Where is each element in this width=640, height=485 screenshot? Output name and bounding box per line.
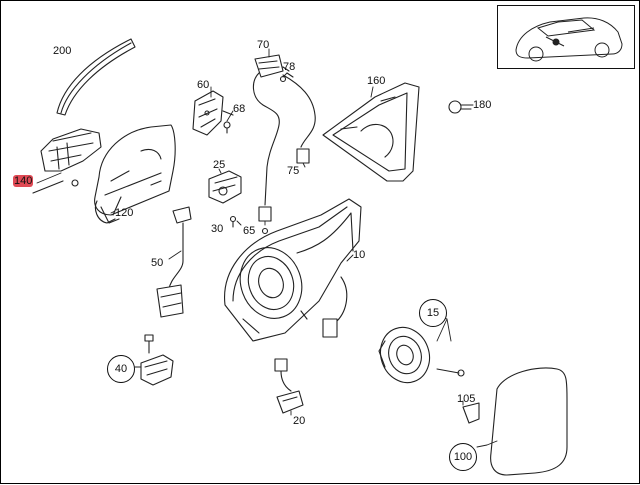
- part-label-78: 78: [283, 61, 296, 73]
- part-callout-15: 15: [419, 299, 447, 327]
- part-30-screw: [229, 215, 237, 228]
- part-label-160: 160: [367, 75, 386, 87]
- part-label-70: 70: [257, 39, 270, 51]
- part-label-105: 105: [457, 393, 476, 405]
- part-180-bolt: [448, 100, 472, 114]
- part-15-drive: [378, 326, 465, 384]
- car-thumbnail-icon: [515, 17, 623, 62]
- part-label-65: 65: [243, 225, 256, 237]
- leader-lines: [36, 48, 498, 448]
- vehicle-inset: [497, 5, 635, 69]
- part-68-screw: [223, 121, 231, 134]
- part-200-cover-strip: [56, 38, 136, 116]
- part-40-motor: [140, 334, 174, 386]
- part-100-glass: [490, 367, 568, 476]
- part-label-60: 60: [197, 79, 210, 91]
- part-label-75: 75: [287, 165, 300, 177]
- part-label-30: 30: [211, 223, 224, 235]
- part-25-motor: [208, 170, 242, 204]
- part-75-plug: [296, 148, 310, 164]
- part-label-120: 120: [115, 207, 134, 219]
- part-label-10: 10: [353, 249, 366, 261]
- part-label-25: 25: [213, 159, 226, 171]
- part-label-20: 20: [293, 415, 306, 427]
- part-60-bracket: [192, 90, 234, 136]
- part-70-connector: [252, 54, 316, 206]
- part-160-frame: [322, 82, 420, 182]
- part-label-200: 200: [53, 45, 72, 57]
- part-140-indicator: [32, 128, 102, 194]
- part-65-plug: [258, 206, 272, 235]
- part-105-clip: [462, 402, 480, 424]
- part-label-68: 68: [233, 103, 246, 115]
- part-callout-40: 40: [107, 355, 135, 383]
- part-callout-100: 100: [449, 443, 477, 471]
- part-50-cable: [156, 206, 192, 318]
- part-10-mirror-base: [224, 198, 362, 342]
- part-label-180: 180: [473, 99, 492, 111]
- part-label-50: 50: [151, 257, 164, 269]
- part-120-housing: [94, 124, 176, 224]
- part-20-cable: [274, 358, 304, 414]
- part-label-140: 140: [13, 175, 34, 187]
